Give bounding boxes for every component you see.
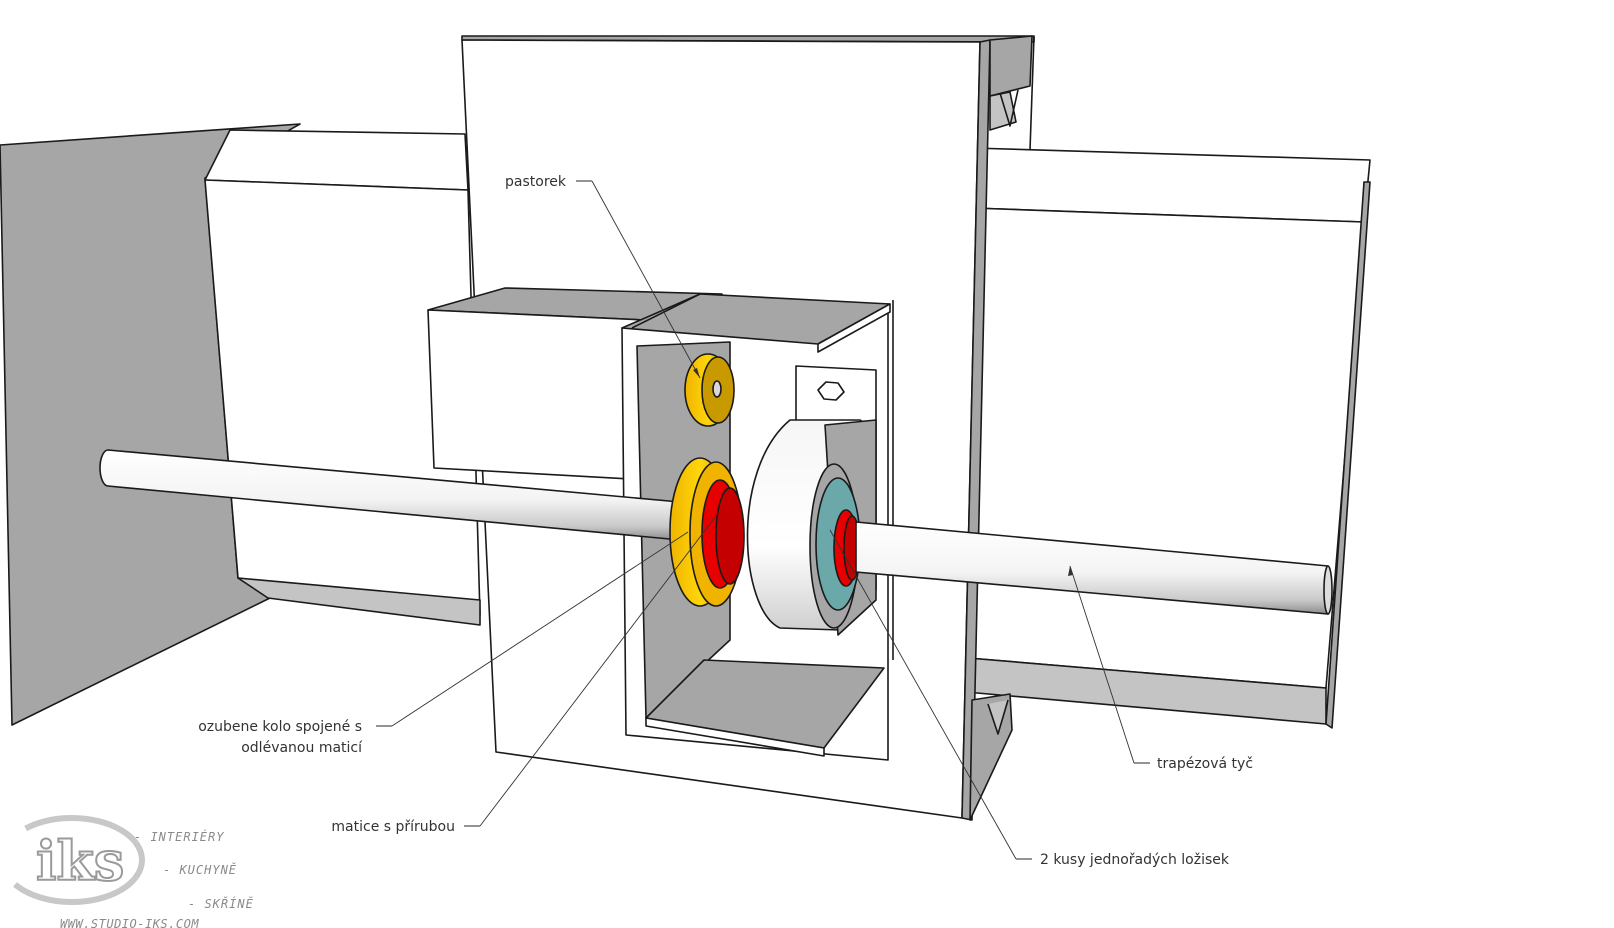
housing-bottom-plate-lip <box>645 717 825 757</box>
callout-pinion: pastorek <box>505 174 701 379</box>
callout-label-flange-nut: matice s přírubou <box>331 819 455 835</box>
callout-trapezoid-rod: trapézová tyč <box>1068 565 1253 772</box>
callout-bearings: 2 kusy jednořadých ložisek <box>829 529 1230 868</box>
callout-label-bearings: 2 kusy jednořadých ložisek <box>1040 852 1230 868</box>
motor-block-front <box>427 309 649 481</box>
logo-swoosh-icon <box>0 815 145 905</box>
bottom-bracket <box>969 693 1013 821</box>
hex-bolt-icon <box>817 381 845 401</box>
top-bracket <box>989 35 1033 97</box>
right-cabinet-box <box>965 147 1371 729</box>
bearing-housing <box>746 419 877 636</box>
rod-right-end <box>1323 565 1333 615</box>
callout-label-gear-line-2: odlévanou maticí <box>241 740 363 756</box>
bottom-bracket-fin <box>987 699 1009 735</box>
flange-nut-inner <box>715 487 745 585</box>
logo-tagline-interiery: - INTERIÉRY <box>134 829 224 844</box>
callout-gear-with-nut: ozubene kolo spojené s odlévanou maticí <box>198 531 689 756</box>
top-bracket-fin <box>999 89 1019 127</box>
logo-url: WWW.STUDIO-IKS.COM <box>60 917 199 928</box>
callout-flange-nut: matice s přírubou <box>331 515 717 835</box>
housing-top-plate-lip <box>817 303 891 353</box>
motor-block <box>427 287 723 481</box>
left-cabinet-box <box>0 123 481 726</box>
right-box-front-face <box>967 207 1365 689</box>
pinion-hole <box>712 380 722 398</box>
rod-left-body <box>99 449 681 541</box>
right-box-edge-panel <box>1325 181 1371 729</box>
logo-tagline-skrine: - SKŘÍNĚ <box>188 896 254 911</box>
trapezoid-rod-right <box>855 521 1333 615</box>
callout-label-pinion: pastorek <box>505 174 567 190</box>
left-box-bottom-strip <box>237 577 481 626</box>
trapezoid-rod-left <box>99 449 681 541</box>
studio-iks-logo: iks - INTERIÉRY - KUCHYNĚ - SKŘÍNĚ WWW.S… <box>0 815 254 928</box>
logo-mark: iks <box>36 829 124 893</box>
callout-label-gear-line-1: ozubene kolo spojené s <box>198 719 362 735</box>
logo-tagline-kuchyne: - KUCHYNĚ <box>163 862 237 877</box>
callout-label-trapezoid-rod: trapézová tyč <box>1157 756 1253 772</box>
large-gear-with-nut <box>669 457 745 607</box>
top-bracket-lower <box>989 91 1017 131</box>
mounting-plate <box>795 365 877 431</box>
